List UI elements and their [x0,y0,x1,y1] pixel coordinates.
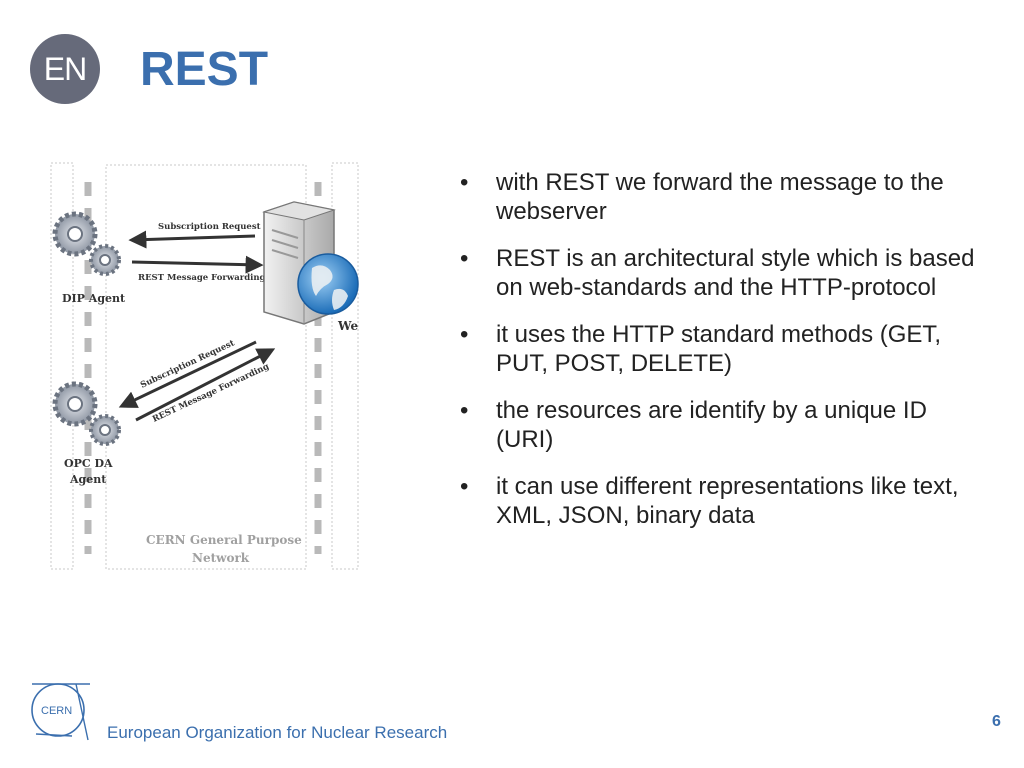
bullet-item: • REST is an architectural style which is… [458,244,978,302]
bullet-marker: • [460,397,469,424]
cern-logo-text: CERN [41,705,72,717]
forwarding-arrow-top [131,255,264,274]
en-logo: EN [30,34,100,104]
globe-icon [297,253,359,315]
left-zone-border [50,162,74,570]
gear-icon [52,211,98,257]
right-zone-border [331,162,359,570]
bullet-text: with REST we forward the message to the … [496,169,944,225]
subscription-arrow-top [128,230,256,249]
network-label-line1: CERN General Purpose [146,533,302,547]
bullet-marker: • [460,321,469,348]
bullet-marker: • [460,245,469,272]
rest-diagram-svg: DIP Agent Subscription Request REST Mess… [50,162,359,570]
bullet-list: • with REST we forward the message to the… [458,168,978,548]
bullet-text: it can use different representations lik… [496,473,959,529]
cern-logo-icon: CERN [31,683,90,741]
bullet-item: • with REST we forward the message to the… [458,168,978,226]
network-zone-border [105,164,307,570]
bullet-text: the resources are identify by a unique I… [496,397,927,453]
slide-title: REST [140,43,269,96]
gear-icon [52,381,98,427]
bullet-text: it uses the HTTP standard methods (GET, … [496,321,942,377]
bullet-item: • it can use different representations li… [458,472,978,530]
rest-diagram: DIP Agent Subscription Request REST Mess… [50,162,360,572]
bullet-marker: • [460,169,469,196]
gear-icon [89,414,121,446]
forwarding-arrow-diagonal [135,348,276,422]
bullet-item: • the resources are identify by a unique … [458,396,978,454]
opc-da-label: OPC DA [64,457,113,470]
agent-label: Agent [69,473,107,486]
dip-agent-label: DIP Agent [62,292,126,305]
rest-forwarding-top-label: REST Message Forwarding [138,273,266,283]
subscription-arrow-diagonal [118,340,257,408]
organization-name: European Organization for Nuclear Resear… [107,723,448,742]
en-logo-text: EN [43,50,87,87]
bullet-marker: • [460,473,469,500]
network-label-line2: Network [192,551,250,565]
subscription-request-top-label: Subscription Request [158,222,261,232]
page-number: 6 [992,713,1001,730]
bullet-text: REST is an architectural style which is … [496,245,975,301]
bullet-item: • it uses the HTTP standard methods (GET,… [458,320,978,378]
cern-logo: CERN [28,676,94,742]
webserver-label: We [337,319,358,333]
gear-icon [89,244,121,276]
